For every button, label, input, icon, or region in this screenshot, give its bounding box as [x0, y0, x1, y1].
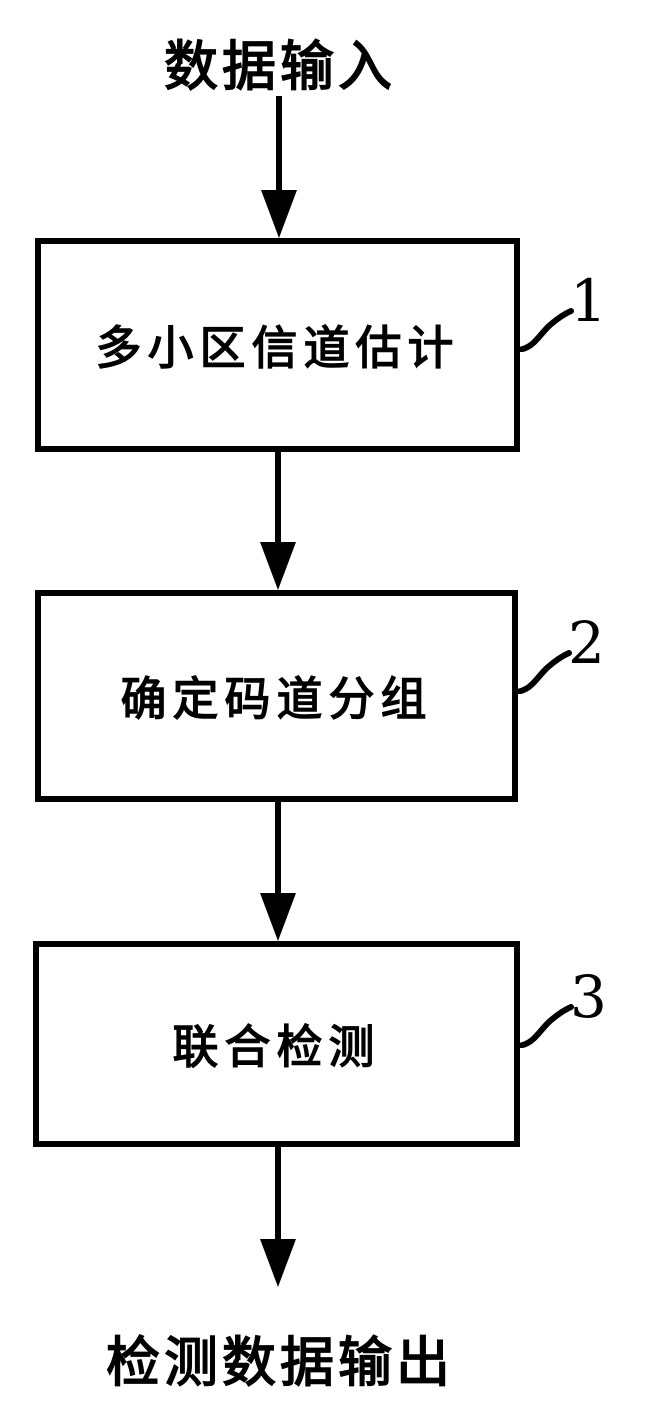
down-arrow-step1-to-step2 — [260, 452, 296, 590]
arrowhead-down-icon — [261, 190, 297, 238]
output-label: 检测数据输出 — [106, 1330, 454, 1394]
step-box-3: 联合检测 — [33, 941, 520, 1147]
ref-number-1: 1 — [570, 267, 607, 335]
arrowhead-down-icon — [260, 542, 296, 590]
arrow-shaft — [275, 800, 281, 893]
step-box-2-label: 确定码道分组 — [120, 672, 433, 726]
leader-line-icon — [516, 1004, 574, 1048]
input-label: 数据输入 — [164, 34, 396, 98]
down-arrow-step2-to-step3 — [260, 800, 296, 941]
leader-line-icon — [514, 650, 572, 694]
arrowhead-down-icon — [260, 1239, 296, 1287]
leader-line-icon — [516, 308, 574, 352]
ref-number-3: 3 — [570, 963, 607, 1031]
down-arrow-input-to-step1 — [261, 96, 297, 238]
arrowhead-down-icon — [260, 893, 296, 941]
arrow-shaft — [275, 1147, 281, 1239]
step-box-1: 多小区信道估计 — [35, 238, 520, 452]
ref-number-2: 2 — [568, 609, 605, 677]
step-box-3-label: 联合检测 — [172, 1020, 381, 1074]
down-arrow-step3-to-output — [260, 1147, 296, 1287]
arrow-shaft — [275, 452, 281, 542]
step-box-2: 确定码道分组 — [35, 590, 518, 802]
step-box-1-label: 多小区信道估计 — [95, 321, 460, 375]
arrow-shaft — [276, 96, 282, 190]
